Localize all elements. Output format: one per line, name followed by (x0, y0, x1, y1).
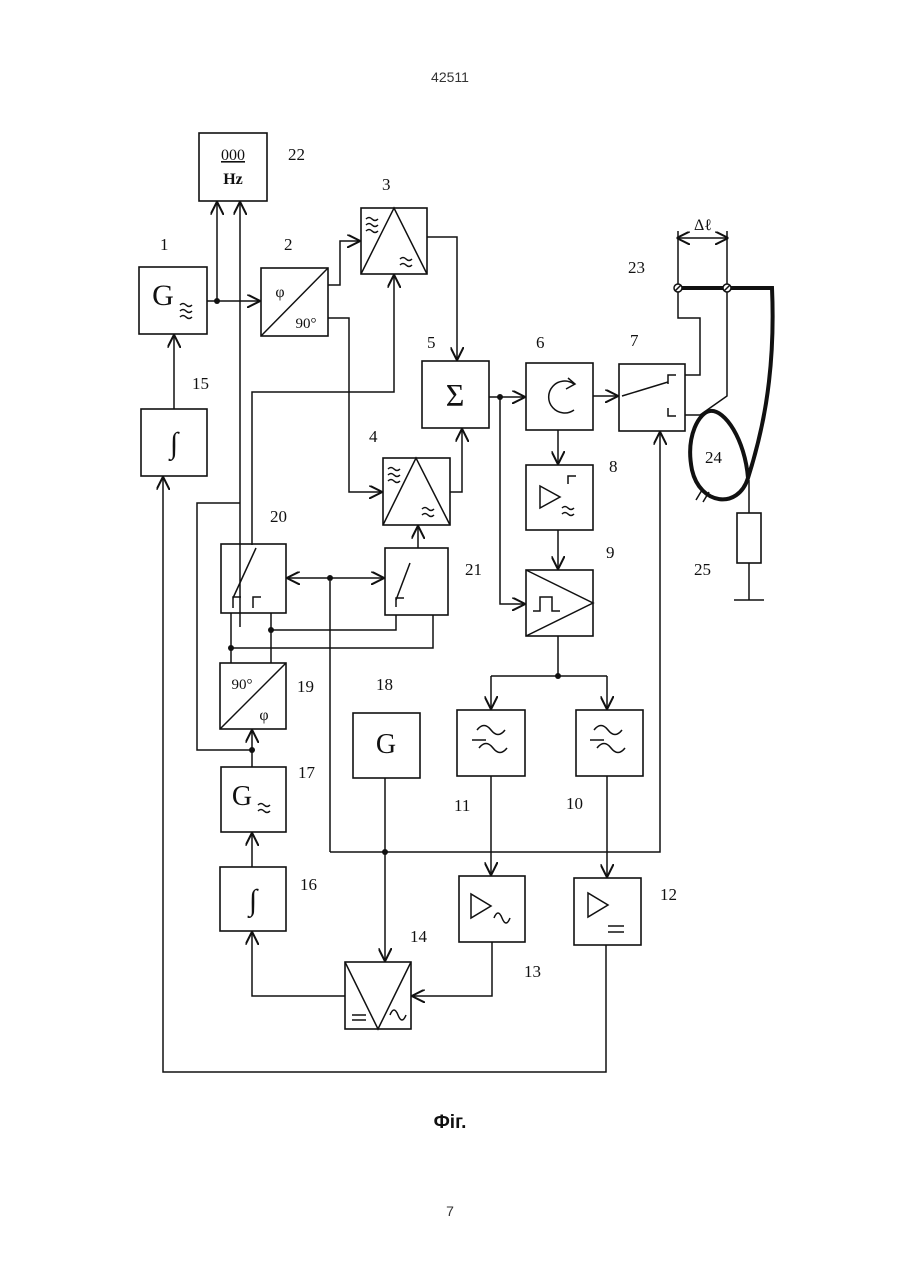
label-11: 11 (454, 796, 470, 815)
integral-symbol: ∫ (168, 427, 180, 462)
gen-symbol-18: G (376, 729, 396, 760)
phi-symbol: φ (275, 284, 284, 301)
label-6: 6 (536, 333, 545, 352)
block-22-frequency-display: 000 Hz (199, 133, 267, 201)
label-25: 25 (694, 560, 711, 579)
delta-l-label: Δℓ (694, 217, 712, 234)
block-17-generator: G (221, 767, 286, 832)
label-14: 14 (410, 927, 428, 946)
block-7-switch (619, 364, 685, 431)
page-number: 7 (446, 1203, 454, 1219)
label-5: 5 (427, 333, 436, 352)
block-5-summator: Σ (422, 361, 489, 428)
display-value: 000 (221, 147, 245, 164)
block-24-loop (690, 288, 772, 502)
label-23: 23 (628, 258, 645, 277)
block-14-detector (345, 962, 411, 1029)
label-7: 7 (630, 331, 639, 350)
block-11-filter (457, 710, 525, 776)
document-number: 42511 (431, 69, 469, 85)
label-13: 13 (524, 962, 541, 981)
label-2: 2 (284, 235, 293, 254)
block-12-dc-amplifier (574, 878, 641, 945)
connections (163, 203, 727, 1072)
label-10: 10 (566, 794, 583, 813)
label-22: 22 (288, 145, 305, 164)
block-1-generator: G (139, 267, 207, 334)
integral-symbol-16: ∫ (247, 884, 259, 919)
label-20: 20 (270, 507, 287, 526)
block-4-mixer (383, 458, 450, 525)
block-15-integrator: ∫ (141, 409, 207, 476)
label-24: 24 (705, 448, 723, 467)
block-2-phase-shifter: φ 90° (261, 268, 328, 336)
block-18-generator: G (353, 713, 420, 778)
label-4: 4 (369, 427, 378, 446)
figure-caption: Фіг. (434, 1112, 467, 1133)
block-25-resistor (734, 480, 764, 600)
label-3: 3 (382, 175, 391, 194)
label-1: 1 (160, 235, 169, 254)
block-21-switch (385, 548, 448, 615)
label-21: 21 (465, 560, 482, 579)
label-16: 16 (300, 875, 317, 894)
label-12: 12 (660, 885, 677, 904)
block-6-circulator (526, 363, 593, 430)
block-20-switch (221, 544, 286, 613)
block-8-amplifier (526, 465, 593, 530)
block-16-integrator: ∫ (220, 867, 286, 931)
block-10-filter (576, 710, 643, 776)
block-3-mixer (361, 208, 427, 274)
label-18: 18 (376, 675, 393, 694)
sum-symbol: Σ (446, 377, 465, 413)
display-unit: Hz (223, 171, 243, 188)
block-9-pulse-former (526, 570, 593, 636)
block-23-terminals: Δℓ (674, 217, 731, 292)
label-8: 8 (609, 457, 618, 476)
block-19-phase-shifter: 90° φ (220, 663, 286, 729)
phi-symbol-19: φ (259, 707, 268, 724)
gen-symbol: G (152, 279, 174, 312)
block-13-ac-amplifier (459, 876, 525, 942)
label-15: 15 (192, 374, 209, 393)
label-9: 9 (606, 543, 615, 562)
phase-90-label-19: 90° (232, 677, 253, 693)
label-19: 19 (297, 677, 314, 696)
gen-symbol-17: G (232, 781, 252, 812)
phase-90-label: 90° (296, 316, 317, 332)
label-17: 17 (298, 763, 316, 782)
